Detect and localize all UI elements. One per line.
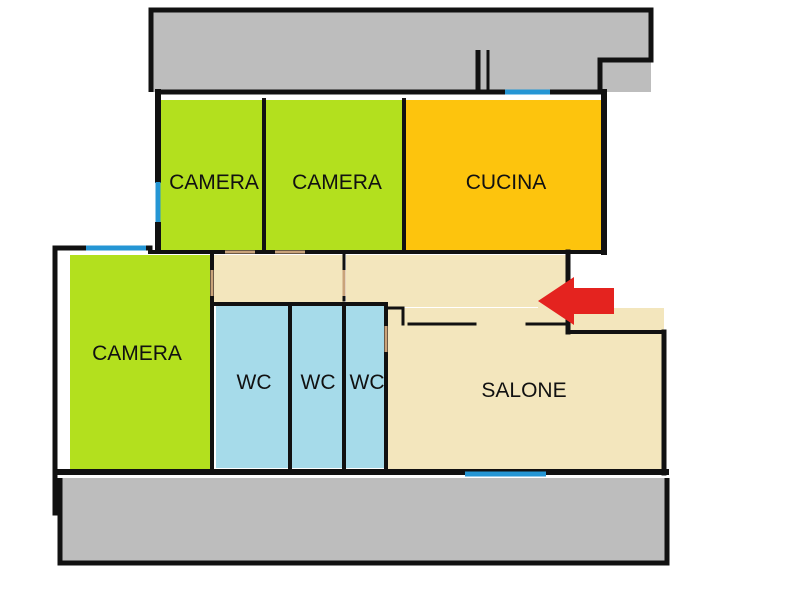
windows xyxy=(86,89,550,477)
bathroom-2 xyxy=(292,306,344,468)
room-label-bedroom-left: CAMERA xyxy=(92,342,182,365)
room-label-bathroom-3: WC xyxy=(350,371,385,394)
entrance-arrow-icon xyxy=(538,277,614,325)
kitchen xyxy=(406,100,602,252)
doors xyxy=(210,250,388,352)
room-label-living-room: SALONE xyxy=(481,379,566,402)
room-label-kitchen: CUCINA xyxy=(466,171,547,194)
room-label-bathroom-2: WC xyxy=(301,371,336,394)
bathroom-3 xyxy=(346,306,386,468)
room-label-bedroom-top-middle: CAMERA xyxy=(292,171,382,194)
bathroom-1 xyxy=(216,306,290,468)
bedroom-top-left xyxy=(158,100,264,252)
room-label-bathroom-1: WC xyxy=(237,371,272,394)
top-balcony xyxy=(148,7,654,92)
bedroom-left xyxy=(70,255,212,469)
bottom-balcony xyxy=(57,478,670,566)
room-label-bedroom-top-left: CAMERA xyxy=(169,171,259,194)
bedroom-top-middle xyxy=(266,100,404,252)
living-room xyxy=(388,308,664,470)
